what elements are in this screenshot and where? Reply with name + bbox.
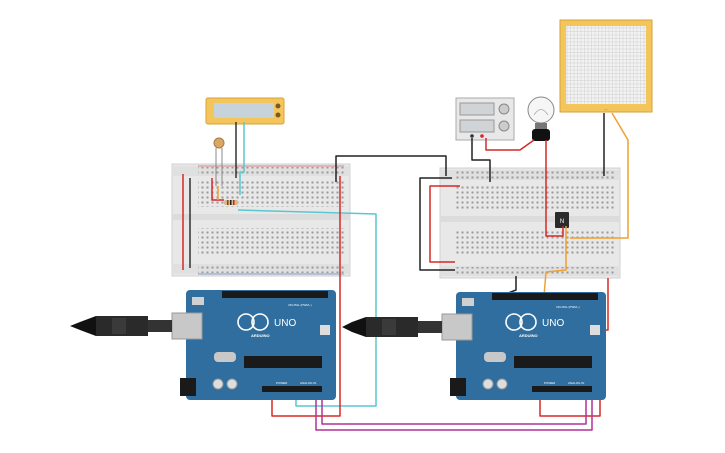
display-marker: — [605, 107, 608, 111]
left-analog-header: ANALOG IN [300, 381, 316, 385]
right-power-header: POWER [544, 381, 556, 385]
right-digital-header: DIGITAL (PWM~) [556, 305, 579, 309]
arduino-right[interactable]: DIGITAL (PWM~) ARDUINO UNO POWER ANALOG … [450, 292, 606, 400]
left-power-header: POWER [276, 381, 288, 385]
transistor[interactable]: N [555, 212, 569, 228]
light-bulb[interactable] [527, 96, 555, 141]
power-supply[interactable] [455, 97, 515, 141]
left-brand: ARDUINO [251, 333, 270, 338]
breadboard-right[interactable] [439, 167, 621, 279]
breadboard-left[interactable] [171, 163, 351, 277]
right-model: UNO [542, 318, 564, 329]
arduino-left[interactable]: DIGITAL (PWM~) ARDUINO UNO POWER ANALOG … [180, 290, 336, 400]
left-digital-header: DIGITAL (PWM~) [288, 303, 311, 307]
usb-cable-right[interactable] [342, 313, 473, 341]
transistor-label: N [560, 219, 564, 225]
usb-cable-left[interactable] [70, 312, 203, 340]
left-model: UNO [274, 318, 296, 329]
resistor[interactable] [224, 200, 238, 205]
photoresistor[interactable] [213, 137, 225, 186]
led-matrix-display[interactable]: — [559, 19, 653, 113]
right-brand: ARDUINO [519, 333, 538, 338]
right-analog-header: ANALOG IN [568, 381, 584, 385]
lcd-16x2[interactable] [205, 97, 285, 125]
